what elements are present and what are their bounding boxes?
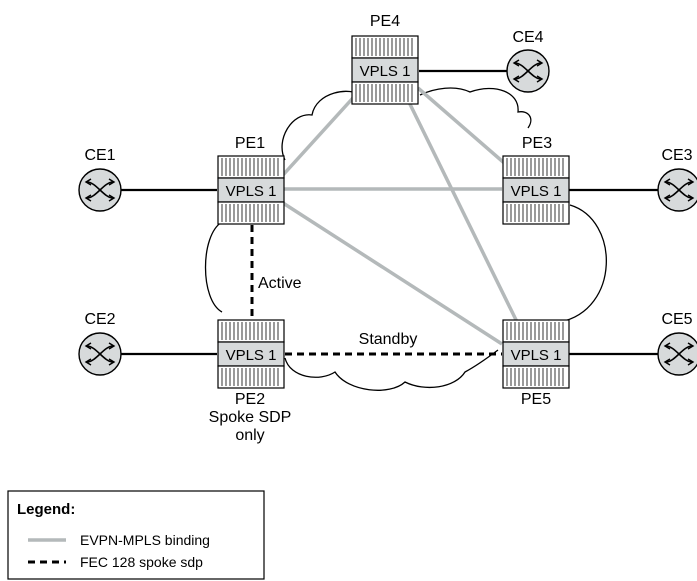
ce3-label: CE3: [661, 147, 692, 164]
ce3-switch-icon[interactable]: [657, 168, 697, 212]
pe4-label: PE4: [370, 13, 400, 30]
evpn-link-pe4-pe5: [403, 93, 522, 329]
active-label: Active: [258, 275, 302, 292]
pe2-note-line2: only: [235, 427, 264, 444]
router-pe1[interactable]: VPLS 1: [217, 155, 285, 225]
ce4-switch-icon[interactable]: [506, 49, 550, 93]
router-pe1-service: VPLS 1: [226, 183, 277, 200]
pe3-label: PE3: [522, 135, 552, 152]
router-pe4-service: VPLS 1: [360, 63, 411, 80]
pe1-label: PE1: [235, 135, 265, 152]
ce2-switch-icon[interactable]: [78, 332, 122, 376]
legend-spoke-label: FEC 128 spoke sdp: [80, 554, 203, 570]
multihoming-loop-pe3-pe5: [559, 204, 607, 323]
cloud-top: [281, 87, 532, 161]
cloud-bottom: [284, 349, 499, 391]
router-pe2[interactable]: VPLS 1: [217, 319, 285, 389]
multihoming-loop-pe1-pe2: [204, 221, 223, 313]
router-pe2-service: VPLS 1: [226, 347, 277, 364]
pe2-note-line1: Spoke SDP: [209, 409, 292, 426]
standby-label: Standby: [359, 331, 418, 348]
router-pe5-service: VPLS 1: [511, 347, 562, 364]
legend-title: Legend:: [17, 501, 75, 518]
legend-evpn-label: EVPN-MPLS binding: [80, 532, 210, 548]
ce5-switch-icon[interactable]: [657, 332, 697, 376]
spoke-sdp-links: [250, 225, 502, 356]
router-pe4[interactable]: VPLS 1: [351, 35, 419, 105]
ce4-label: CE4: [512, 29, 543, 46]
evpn-link-pe4-pe3: [416, 86, 512, 170]
evpn-link-pe1-pe4: [281, 86, 364, 177]
ce1-switch-icon[interactable]: [78, 168, 122, 212]
pe2-label: PE2: [235, 391, 265, 408]
router-pe3-service: VPLS 1: [511, 183, 562, 200]
router-pe5[interactable]: VPLS 1: [502, 319, 570, 389]
evpn-link-pe1-pe5: [282, 201, 503, 346]
ce1-label: CE1: [84, 147, 115, 164]
legend: Legend: EVPN-MPLS binding FEC 128 spoke …: [7, 490, 265, 580]
evpn-links: [281, 86, 522, 346]
ce2-label: CE2: [84, 311, 115, 328]
pe5-label: PE5: [521, 391, 551, 408]
router-pe3[interactable]: VPLS 1: [502, 155, 570, 225]
ce5-label: CE5: [661, 311, 692, 328]
access-links: [121, 69, 658, 356]
